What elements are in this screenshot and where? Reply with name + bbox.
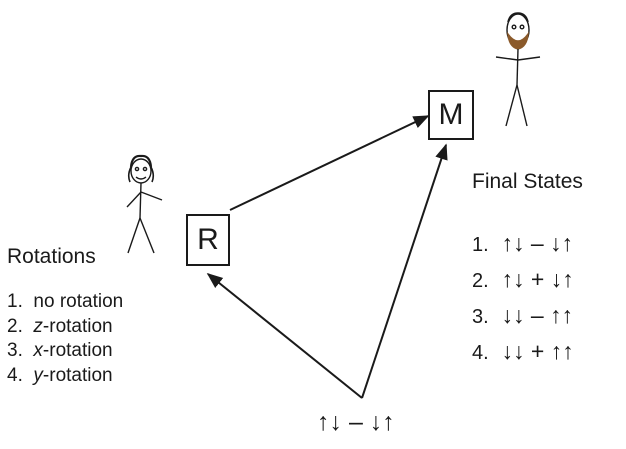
r-box-label: R [197,223,219,256]
rotation-item-2: 2. z-rotation [7,315,113,337]
rotations-heading: Rotations [7,245,96,268]
m-box: M [428,90,474,140]
final-state-4-spins: ↓↓ + ↑↑ [501,338,574,364]
source-state: ↑↓ – ↓↑ [317,408,395,436]
final-state-3: 3. ↓↓ – ↑↑ [472,302,574,328]
final-states-list: 1. ↑↓ – ↓↑ 2. ↑↓ + ↓↑ 3. ↓↓ – ↑↑ 4. ↓↓ +… [472,226,574,370]
final-state-3-spins: ↓↓ – ↑↑ [501,302,574,328]
final-state-4: 4. ↓↓ + ↑↑ [472,338,574,364]
stick-figure-female [126,154,163,254]
rotation-item-1: 1. no rotation [7,291,124,312]
rotations-list: 1. no rotation 2. z-rotation 3. x-rotati… [7,290,123,388]
rotation-item-3: 3. x-rotation [7,340,113,361]
final-state-2: 2. ↑↓ + ↓↑ [472,266,574,292]
m-box-label: M [438,98,464,131]
arrow-source-to-m [361,143,448,399]
final-state-2-spins: ↑↓ + ↓↑ [501,266,574,292]
final-state-1: 1. ↑↓ – ↓↑ [472,230,574,256]
final-states-heading: Final States [472,170,583,193]
rotation-item-4: 4. y-rotation [7,364,113,386]
arrow-r-to-m [229,115,430,211]
stick-figure-male [495,12,541,127]
r-box: R [186,214,230,266]
arrow-source-to-r [206,272,363,399]
final-state-1-spins: ↑↓ – ↓↑ [501,230,574,256]
